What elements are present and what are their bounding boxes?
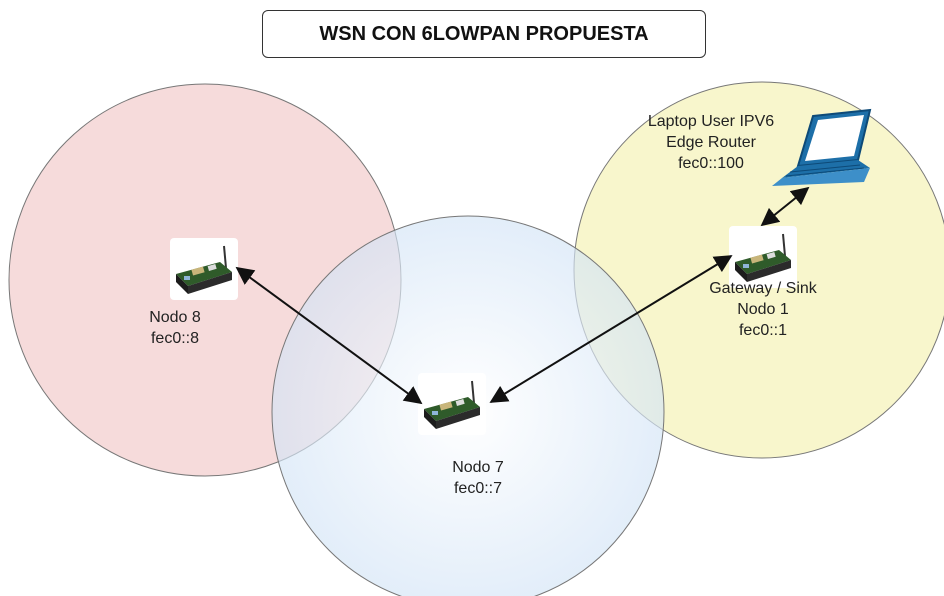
nodo1-name: Nodo 1 bbox=[737, 301, 789, 318]
label-nodo7: Nodo 7 fec0::7 bbox=[438, 457, 518, 499]
label-laptop: Laptop User IPV6 Edge Router fec0::100 bbox=[636, 111, 786, 174]
sensor-board-nodo8-icon bbox=[169, 237, 239, 301]
laptop-line1: Laptop User IPV6 bbox=[647, 113, 775, 130]
laptop-address: fec0::100 bbox=[678, 155, 744, 172]
laptop-line2: Edge Router bbox=[666, 134, 756, 151]
laptop-icon bbox=[772, 108, 872, 186]
nodo8-address: fec0::8 bbox=[150, 330, 200, 347]
nodo8-name: Nodo 8 bbox=[149, 309, 201, 326]
label-nodo1: Gateway / Sink Nodo 1 fec0::1 bbox=[698, 278, 828, 341]
nodo7-address: fec0::7 bbox=[453, 480, 503, 497]
link-nodo7-nodo1 bbox=[489, 255, 733, 403]
sensor-board-nodo7-icon bbox=[417, 372, 487, 436]
link-nodo8-nodo7 bbox=[235, 266, 423, 405]
label-nodo8: Nodo 8 fec0::8 bbox=[140, 307, 210, 349]
link-nodo1-laptop bbox=[760, 186, 810, 227]
nodo1-address: fec0::1 bbox=[738, 322, 788, 339]
nodo7-name: Nodo 7 bbox=[452, 459, 504, 476]
diagram-title: WSN CON 6LOWPAN PROPUESTA bbox=[262, 10, 706, 58]
nodo1-role: Gateway / Sink bbox=[709, 280, 817, 297]
